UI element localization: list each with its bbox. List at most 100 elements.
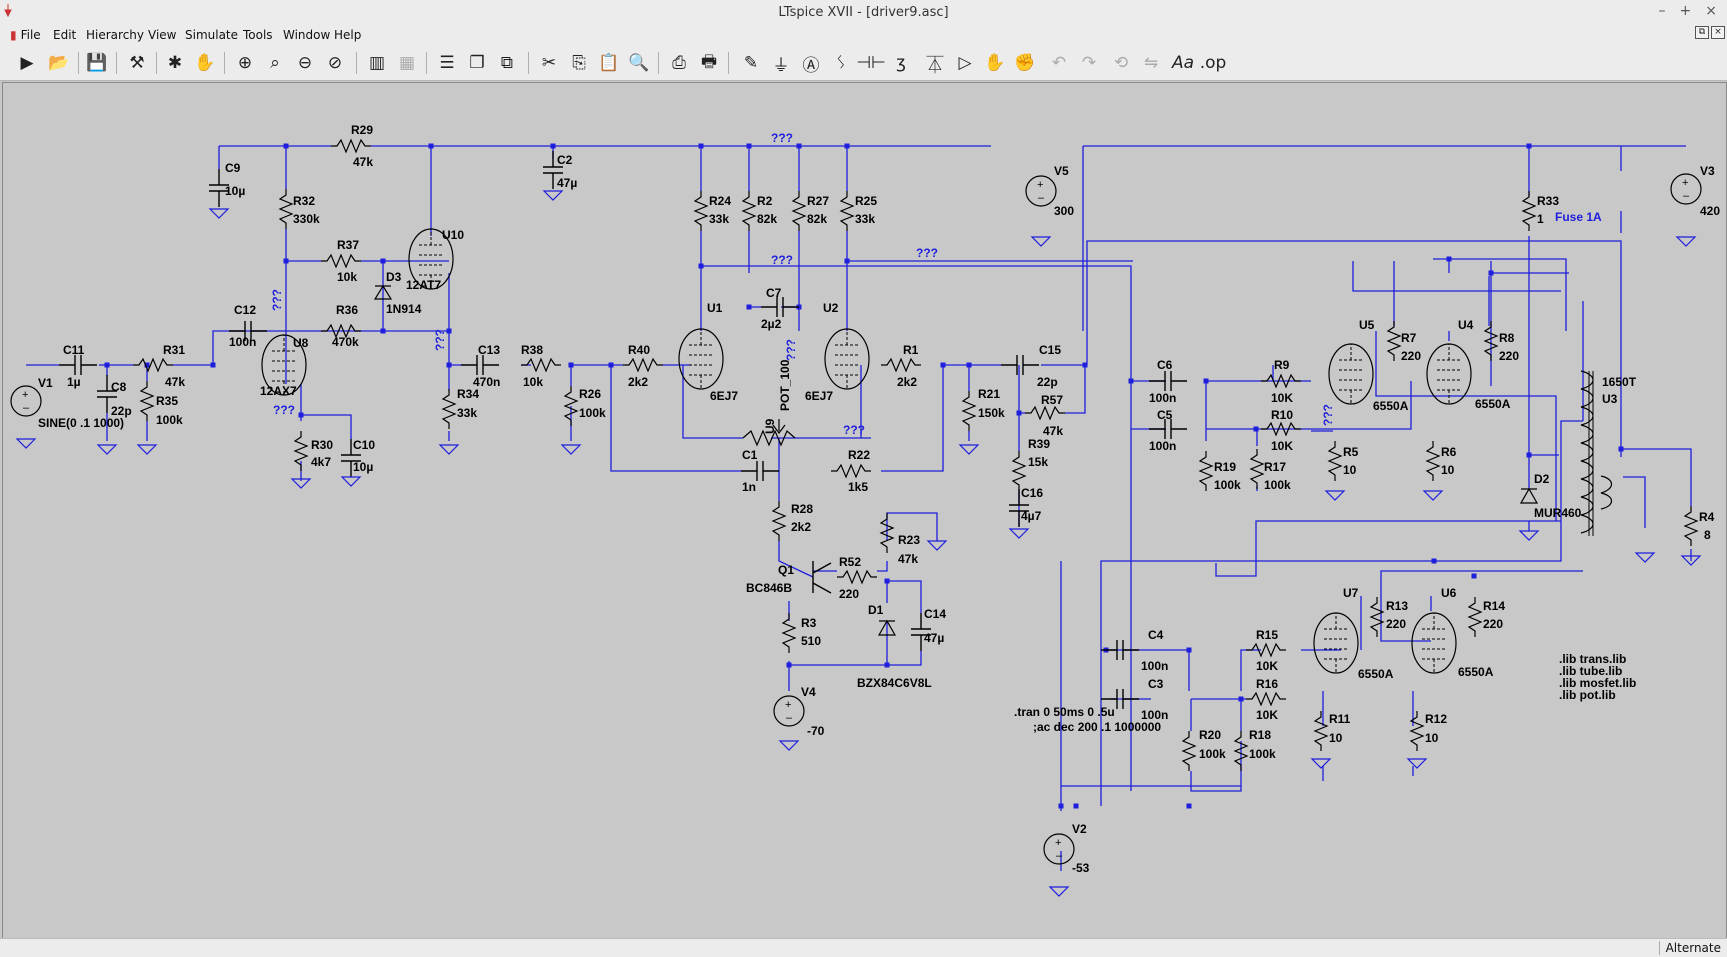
close-button[interactable]: × — [1705, 3, 1717, 19]
svg-text:2k2: 2k2 — [791, 520, 811, 534]
diode-icon[interactable]: ⏄ — [926, 55, 944, 76]
svg-text:10µ: 10µ — [353, 460, 373, 474]
schematic-canvas[interactable]: +– — [2, 82, 1727, 941]
menu-hierarchy[interactable]: Hierarchy — [86, 28, 145, 42]
svg-text:C7: C7 — [766, 286, 782, 300]
svg-text:BZX84C6V8L: BZX84C6V8L — [857, 676, 932, 690]
svg-text:R38: R38 — [521, 343, 543, 357]
menu-simulate[interactable]: Simulate — [185, 28, 239, 42]
svg-text:C12: C12 — [234, 303, 256, 317]
svg-text:100n: 100n — [1149, 439, 1176, 453]
rotate-icon[interactable]: ⟲ — [1113, 53, 1129, 73]
svg-text:R6: R6 — [1441, 445, 1457, 459]
svg-text:R7: R7 — [1401, 331, 1417, 345]
svg-text:R8: R8 — [1499, 331, 1515, 345]
print-setup-icon[interactable]: ⎙ — [672, 53, 686, 73]
svg-text:10: 10 — [1329, 731, 1343, 745]
zoom-in-icon[interactable]: ⊕ — [237, 53, 253, 73]
tile-vertical-icon[interactable]: ⧉ — [500, 53, 514, 73]
svg-text:V5: V5 — [1054, 164, 1069, 178]
menu-edit[interactable]: Edit — [53, 28, 77, 42]
draw-wire-icon[interactable]: ✎ — [743, 53, 759, 73]
zoom-fit-icon[interactable]: ⌕ — [270, 53, 280, 73]
zoom-out-icon[interactable]: ⊖ — [297, 53, 313, 73]
schematic-drawing[interactable]: +– — [3, 83, 1726, 940]
menu-tools[interactable]: Tools — [243, 28, 273, 42]
move-icon[interactable]: ✋ — [984, 53, 1006, 73]
svg-text:6550A: 6550A — [1475, 397, 1511, 411]
paste-icon[interactable]: 📋 — [598, 53, 620, 73]
lib-directive: .lib tube.lib — [1559, 664, 1622, 678]
redo-icon[interactable]: ↷ — [1081, 53, 1097, 73]
svg-text:10k: 10k — [337, 270, 357, 284]
svg-text:???: ??? — [771, 253, 793, 267]
maximize-button[interactable]: + — [1679, 3, 1692, 19]
ground-icon[interactable]: ⏚ — [772, 55, 790, 76]
text-icon[interactable]: Aa — [1171, 53, 1195, 73]
svg-text:4µ7: 4µ7 — [1021, 509, 1042, 523]
find-icon[interactable]: 🔍 — [628, 53, 650, 73]
waveform-icon[interactable]: ▥ — [368, 53, 386, 73]
svg-text:22p: 22p — [111, 404, 132, 418]
svg-text:82k: 82k — [757, 212, 777, 226]
svg-text:U7: U7 — [1343, 586, 1359, 600]
svg-text:POT_100: POT_100 — [778, 359, 792, 411]
svg-text:33k: 33k — [855, 212, 875, 226]
svg-text:10K: 10K — [1271, 439, 1293, 453]
svg-text:6550A: 6550A — [1458, 665, 1494, 679]
tile-horizontal-icon[interactable]: ☰ — [439, 53, 455, 73]
minimize-button[interactable]: – — [1658, 3, 1666, 19]
window-title: LTspice XVII - [driver9.asc] — [778, 5, 949, 20]
svg-text:R10: R10 — [1271, 408, 1293, 422]
copy-icon[interactable]: ⎘ — [572, 53, 586, 73]
menu-window[interactable]: Window — [283, 28, 331, 42]
resistor-icon[interactable]: ᛊ — [835, 53, 847, 73]
mdi-close-button[interactable]: × — [1711, 26, 1725, 39]
svg-text:R29: R29 — [351, 123, 373, 137]
save-icon[interactable]: 💾 — [86, 53, 108, 73]
svg-text:10K: 10K — [1271, 391, 1293, 405]
zoom-cancel-icon[interactable]: ⊘ — [327, 53, 343, 73]
svg-text:R32: R32 — [293, 194, 315, 208]
pan-icon[interactable]: ✱ — [167, 53, 183, 73]
menu-file[interactable]: ▮File — [10, 28, 41, 42]
label-net-icon[interactable]: Ⓐ — [802, 55, 820, 76]
run-icon[interactable]: ▶ — [20, 53, 34, 73]
svg-text:150k: 150k — [978, 406, 1005, 420]
svg-text:R35: R35 — [156, 394, 178, 408]
component-icon[interactable]: ▷ — [958, 53, 972, 73]
svg-text:R20: R20 — [1199, 728, 1221, 742]
svg-text:8: 8 — [1704, 528, 1711, 542]
components — [10, 139, 1702, 897]
edit-mode-indicator: Alternate — [1658, 941, 1721, 955]
open-icon[interactable]: 📂 — [48, 53, 70, 73]
mirror-icon[interactable]: ⇋ — [1143, 53, 1159, 73]
menu-view[interactable]: View — [148, 28, 177, 42]
cascade-icon[interactable]: ❐ — [469, 53, 485, 73]
print-icon[interactable]: 🖶 — [700, 51, 718, 72]
svg-text:C8: C8 — [111, 380, 127, 394]
svg-text:47µ: 47µ — [924, 631, 944, 645]
svg-text:220: 220 — [1386, 617, 1406, 631]
svg-text:???: ??? — [1321, 404, 1335, 426]
svg-text:420: 420 — [1700, 204, 1720, 218]
menu-help[interactable]: Help — [334, 28, 362, 42]
svg-text:R14: R14 — [1483, 599, 1505, 613]
svg-text:10µ: 10µ — [225, 184, 245, 198]
inductor-icon[interactable]: ʒ — [896, 53, 906, 73]
svg-text:C5: C5 — [1157, 408, 1173, 422]
svg-text:1: 1 — [1537, 212, 1544, 226]
drag-icon[interactable]: ✊ — [1014, 53, 1036, 73]
svg-text:C9: C9 — [225, 161, 241, 175]
hand-icon[interactable]: ✋ — [194, 53, 216, 73]
svg-text:R39: R39 — [1028, 437, 1050, 451]
spice-directive-icon[interactable]: .op — [1199, 53, 1227, 73]
svg-text:U6: U6 — [1441, 586, 1457, 600]
capacitor-icon[interactable]: ⊣⊢ — [856, 53, 886, 73]
ac-directive: ;ac dec 200 .1 1000000 — [1033, 720, 1161, 734]
mdi-restore-button[interactable]: ⧉ — [1695, 26, 1709, 39]
undo-icon[interactable]: ↶ — [1051, 53, 1067, 73]
control-panel-icon[interactable]: ⚒ — [129, 53, 145, 73]
cut-icon[interactable]: ✂ — [541, 53, 557, 73]
